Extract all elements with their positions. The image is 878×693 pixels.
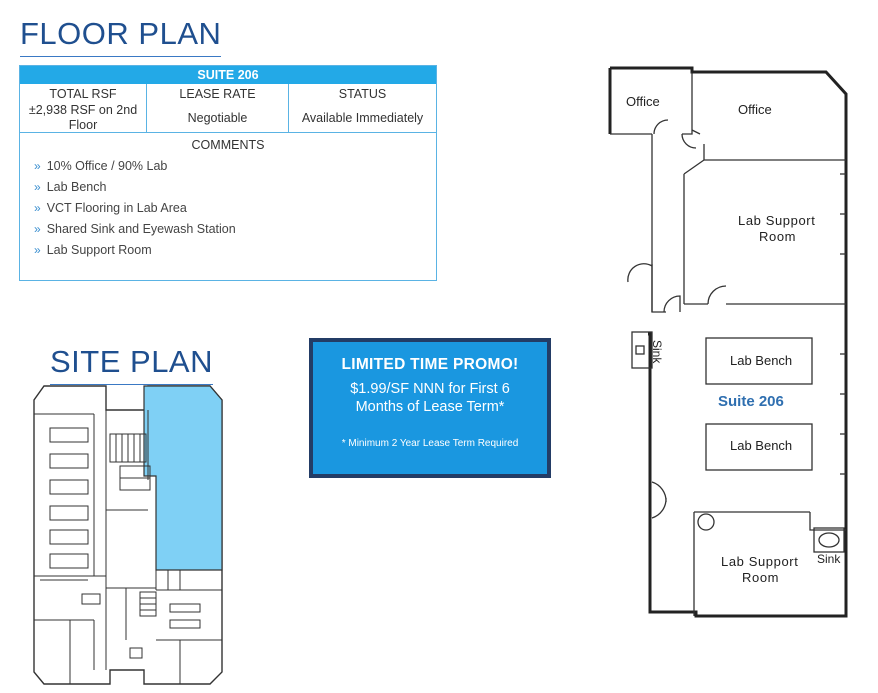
lease-rate-value: Negotiable <box>187 111 248 125</box>
site-window-3 <box>49 479 89 495</box>
lab-support-top-label-line1: Lab Support <box>738 213 815 228</box>
total-rsf-header: TOTAL RSF <box>49 87 117 101</box>
floor-plan-drawing: Office Office Lab Support Room Sink Lab … <box>608 66 848 618</box>
office-right-walls <box>691 129 846 161</box>
comment-text: Lab Bench <box>46 180 107 194</box>
site-window-4 <box>49 505 89 521</box>
door-arc-6 <box>651 481 667 519</box>
status-value: Available Immediately <box>301 111 424 125</box>
promo-note: * Minimum 2 Year Lease Term Required <box>341 438 519 449</box>
bullet-icon: » <box>34 222 41 236</box>
floor-plan-heading-rule <box>20 55 222 57</box>
site-plan-heading-rule <box>50 383 213 385</box>
sink-right-label: Sink <box>817 552 841 566</box>
comment-text: Lab Support Room <box>46 243 152 257</box>
site-bench-1 <box>169 603 201 613</box>
door-arc-4 <box>627 263 653 283</box>
lab-support-bottom-label-line1: Lab Support <box>721 554 798 569</box>
lab-support-top-walls <box>683 159 846 305</box>
site-plan-drawing <box>33 385 223 685</box>
lab-bench-2-shape <box>705 423 813 471</box>
lease-rate-header: LEASE RATE <box>179 87 256 101</box>
promo-title: LIMITED TIME PROMO! <box>341 356 519 373</box>
comment-text: 10% Office / 90% Lab <box>46 159 168 173</box>
corridor-walls <box>651 264 666 313</box>
list-item: » VCT Flooring in Lab Area <box>34 198 436 219</box>
suite-title: SUITE 206 <box>20 66 436 84</box>
office-1-label: Office <box>626 94 660 109</box>
total-rsf-value: ±2,938 RSF on 2nd Floor <box>28 103 138 132</box>
list-item: » Shared Sink and Eyewash Station <box>34 219 436 240</box>
bullet-icon: » <box>34 159 41 173</box>
sink-right-basin <box>818 532 840 548</box>
comments-list: » 10% Office / 90% Lab » Lab Bench » VCT Fl… <box>34 156 436 261</box>
site-window-5 <box>49 529 89 545</box>
suite-info-table: SUITE 206 TOTAL RSF ±2,938 RSF on 2nd Fl… <box>19 65 437 281</box>
lab-bench-2-label: Lab Bench <box>730 438 792 453</box>
lab-bench-1-shape <box>705 337 813 385</box>
status-header: STATUS <box>338 87 387 101</box>
sink-left-label: Sink <box>650 340 664 364</box>
site-highlight-suite <box>143 385 223 571</box>
suite-columns: TOTAL RSF ±2,938 RSF on 2nd Floor LEASE … <box>20 84 436 133</box>
lab-support-bottom-walls <box>693 511 846 616</box>
lab-support-bottom-label-line2: Room <box>742 570 779 585</box>
sink-left-basin <box>635 345 645 355</box>
promo-text: $1.99/SF NNN for First 6 Months of Lease… <box>350 381 510 415</box>
site-plan-heading-text: SITE PLAN <box>50 344 213 379</box>
door-arc-5 <box>663 295 681 313</box>
site-window-2 <box>49 453 89 469</box>
door-arc-1 <box>653 119 669 135</box>
suite-name-label: Suite 206 <box>718 393 784 410</box>
sink-left-niche <box>631 331 653 369</box>
comments-title: COMMENTS <box>191 138 265 152</box>
site-plan-heading: SITE PLAN <box>50 344 213 385</box>
floor-outline <box>608 66 848 618</box>
site-window-6 <box>49 553 89 569</box>
lease-rate-column: LEASE RATE Negotiable <box>146 84 288 132</box>
floor-plan-heading-text: FLOOR PLAN <box>20 16 222 51</box>
site-outline <box>33 385 223 685</box>
comment-text: VCT Flooring in Lab Area <box>46 201 187 215</box>
floor-plan-heading: FLOOR PLAN <box>20 16 222 57</box>
list-item: » Lab Support Room <box>34 240 436 261</box>
bullet-icon: » <box>34 180 41 194</box>
site-bench-2 <box>169 619 201 629</box>
list-item: » 10% Office / 90% Lab <box>34 156 436 177</box>
lab-support-top-label-line2: Room <box>759 229 796 244</box>
lab-bench-1-label: Lab Bench <box>730 353 792 368</box>
comment-text: Shared Sink and Eyewash Station <box>46 222 236 236</box>
site-window-1 <box>49 427 89 443</box>
list-item: » Lab Bench <box>34 177 436 198</box>
bullet-icon: » <box>34 243 41 257</box>
total-rsf-column: TOTAL RSF ±2,938 RSF on 2nd Floor <box>20 84 146 132</box>
door-arc-3 <box>707 285 727 305</box>
promo-box: LIMITED TIME PROMO! $1.99/SF NNN for Fir… <box>309 338 551 478</box>
office-2-label: Office <box>738 102 772 117</box>
status-column: STATUS Available Immediately <box>288 84 436 132</box>
bullet-icon: » <box>34 201 41 215</box>
lab-support-bottom-fixture <box>697 513 715 531</box>
sink-right-cabinet <box>813 527 845 553</box>
door-arc-2 <box>681 133 697 149</box>
